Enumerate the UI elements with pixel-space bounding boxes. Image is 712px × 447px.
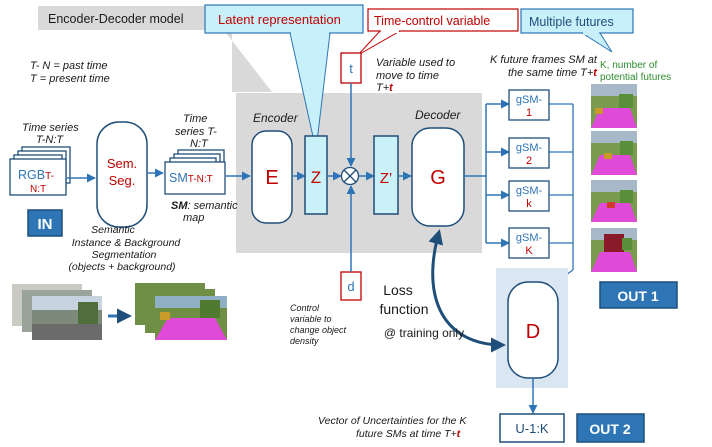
uncertainty-label: U-1:K bbox=[515, 421, 549, 436]
sem-seg-label-1: Sem. bbox=[107, 156, 137, 171]
gsm-output-2-line2: 2 bbox=[526, 155, 532, 167]
time-control-callout bbox=[367, 8, 519, 32]
time-var-desc-2: move to time bbox=[376, 70, 439, 82]
rgb-label-sub: N:T bbox=[30, 184, 46, 195]
uncertainty-caption-2: future SMs at time T+t bbox=[356, 428, 461, 440]
seg-caption-2: Instance & Background bbox=[72, 237, 182, 249]
future-thumb-k bbox=[591, 180, 637, 222]
multiple-futures-callout bbox=[520, 8, 634, 34]
multiple-futures-joint bbox=[583, 31, 599, 35]
legend-past: T- N = past time bbox=[30, 60, 108, 72]
sm-definition: SM: semantic bbox=[171, 200, 238, 212]
density-var-label: d bbox=[347, 279, 354, 294]
density-desc-3: change object bbox=[290, 325, 347, 335]
gsm-output-1-line2: 1 bbox=[526, 107, 532, 119]
latent-zprime-label: Z’ bbox=[380, 170, 393, 187]
rgb-label: RGBT- bbox=[18, 168, 54, 182]
gsm-output-k-line2: k bbox=[526, 198, 532, 210]
gsm-output-2: gSM- 2 bbox=[508, 137, 550, 169]
sm-series-caption-1: Time bbox=[183, 113, 207, 125]
latent-callout bbox=[204, 4, 364, 34]
multiple-futures-label: Multiple futures bbox=[529, 15, 614, 29]
sm-frame-stack bbox=[164, 149, 226, 195]
legend-present: T = present time bbox=[30, 73, 110, 85]
latent-callout-joint bbox=[291, 31, 329, 35]
seg-caption-3: Segmentation bbox=[92, 249, 157, 261]
k-note-2: potential futures bbox=[600, 72, 671, 83]
encoder-title: Encoder bbox=[253, 111, 299, 125]
model-title: Encoder-Decoder model bbox=[48, 12, 184, 26]
future-thumb-1 bbox=[591, 84, 637, 128]
segmentation-stack bbox=[135, 283, 227, 340]
input-series-caption: Time series bbox=[22, 122, 79, 134]
time-control-label: Time-control variable bbox=[374, 14, 490, 28]
latent-z-label: Z bbox=[311, 168, 321, 187]
density-desc-2: variable to bbox=[290, 314, 332, 324]
decoder-title: Decoder bbox=[415, 108, 461, 122]
encoder-e-label: E bbox=[265, 167, 278, 189]
uncertainty-box bbox=[499, 413, 565, 443]
sm-series-caption-3: N:T bbox=[190, 138, 209, 150]
sm-series-caption-2: series T- bbox=[175, 126, 217, 138]
training-only-label: @ training only bbox=[384, 326, 464, 340]
gsm-output-k: gSM- k bbox=[508, 180, 550, 212]
in-badge bbox=[27, 209, 63, 237]
out2-badge-label: OUT 2 bbox=[589, 421, 630, 437]
loss-arc bbox=[428, 229, 506, 353]
out1-badge-label: OUT 1 bbox=[617, 288, 658, 304]
decoder-g-box bbox=[411, 127, 465, 227]
density-desc-1: Control bbox=[290, 303, 320, 313]
future-thumb-K bbox=[591, 228, 637, 272]
loss-label-2: function bbox=[379, 301, 428, 317]
time-control-joint bbox=[381, 29, 399, 33]
gsm-output-1: gSM- 1 bbox=[508, 89, 550, 121]
density-desc-4: density bbox=[290, 336, 319, 346]
sm-definition-2: map bbox=[183, 212, 204, 224]
latent-z-box bbox=[304, 135, 328, 215]
discriminator-d-label: D bbox=[526, 321, 540, 343]
uncertainty-caption-1: Vector of Uncertainties for the K bbox=[318, 415, 467, 427]
combiner-cross-2 bbox=[343, 169, 357, 183]
gsm-output-K-line1: gSM- bbox=[516, 232, 543, 244]
out2-badge bbox=[576, 413, 645, 443]
time-var-label: t bbox=[349, 61, 353, 76]
sem-seg-box bbox=[96, 121, 148, 228]
gsm-output-K: gSM- K bbox=[508, 227, 550, 259]
gsm-output-1-line1: gSM- bbox=[516, 94, 543, 106]
futures-caption-1: K future frames SM at bbox=[490, 54, 598, 66]
input-series-range: T-N:T bbox=[36, 134, 64, 146]
latent-zprime-box bbox=[373, 135, 399, 215]
future-thumb-2 bbox=[591, 131, 637, 175]
out1-badge bbox=[599, 281, 678, 309]
k-note-1: K, number of bbox=[600, 60, 657, 71]
loss-label-1: Loss bbox=[383, 282, 413, 298]
multiple-futures-pointer bbox=[580, 32, 613, 53]
time-var-desc-1: Variable used to bbox=[376, 57, 455, 69]
time-control-pointer bbox=[357, 30, 402, 56]
gsm-output-K-line2: K bbox=[525, 245, 533, 257]
rgb-photo-stack bbox=[12, 284, 102, 340]
sm-label: SMT-N:T bbox=[169, 171, 213, 185]
gsm-output-2-line1: gSM- bbox=[516, 142, 543, 154]
futures-caption-2: the same time T+t bbox=[508, 67, 598, 79]
rgb-frame-stack bbox=[9, 146, 71, 196]
seg-caption-1: Semantic bbox=[91, 224, 136, 236]
seg-caption-4: (objects + background) bbox=[68, 261, 175, 273]
time-var-desc-3: T+t bbox=[376, 82, 394, 94]
gsm-output-k-line1: gSM- bbox=[516, 185, 543, 197]
latent-callout-label: Latent representation bbox=[218, 12, 341, 27]
encoder-e-box bbox=[251, 130, 293, 224]
sem-seg-label-2: Seg. bbox=[109, 173, 136, 188]
in-badge-label: IN bbox=[38, 216, 53, 233]
decoder-g-label: G bbox=[430, 167, 446, 189]
